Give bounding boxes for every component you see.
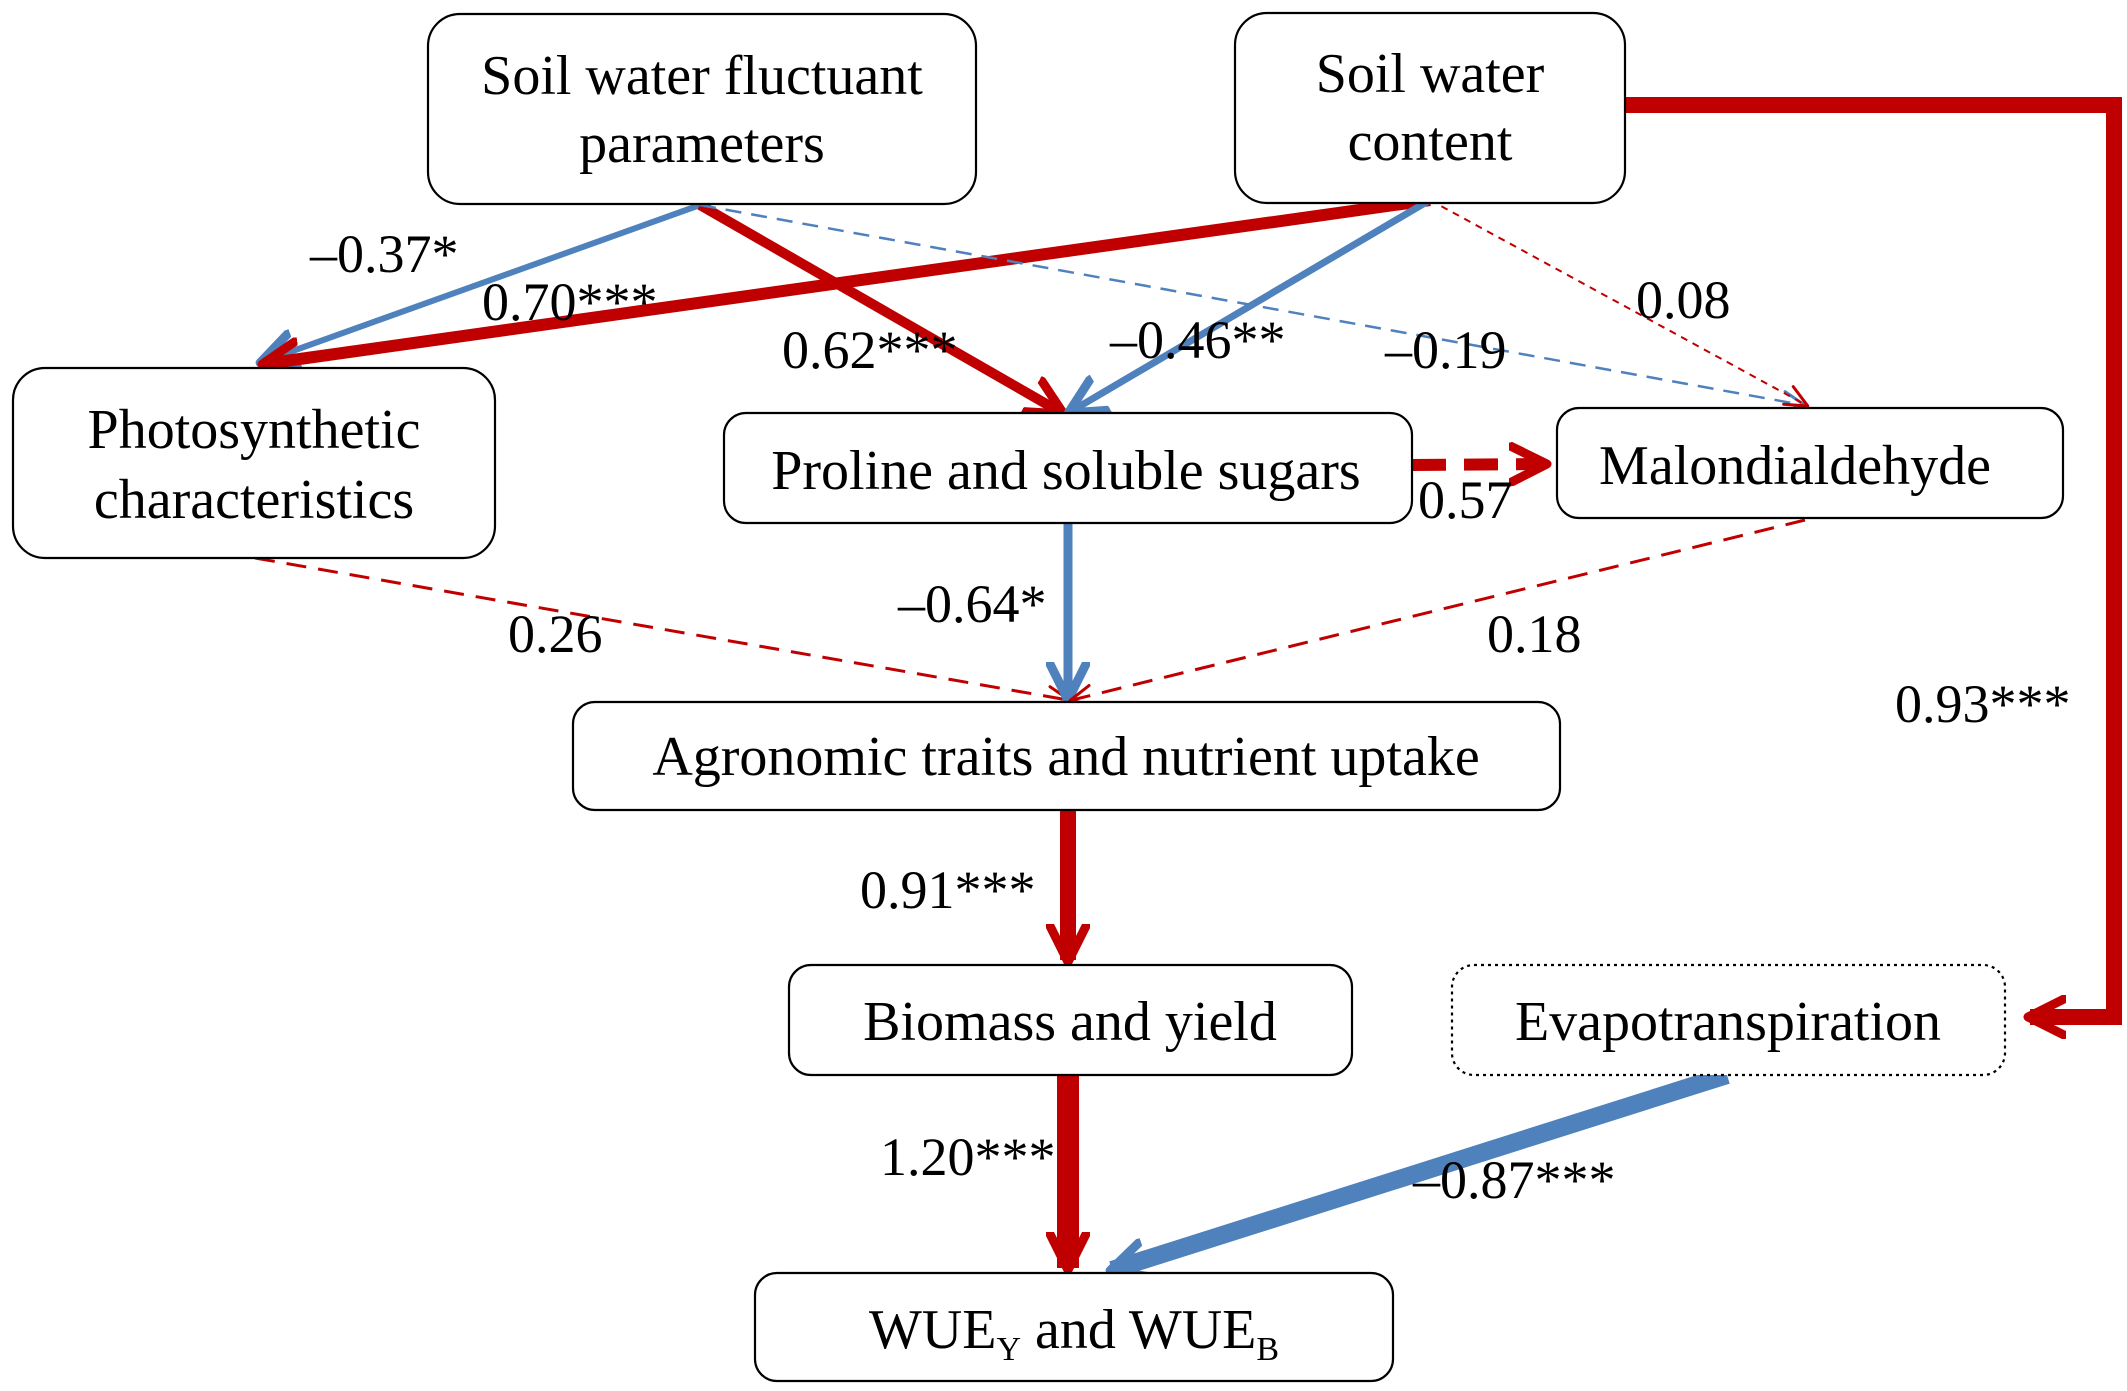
edge-swc-proline <box>1070 196 1432 412</box>
node-wue: WUEY and WUEB <box>753 1271 1395 1383</box>
label-swfp-mda: –0.19 <box>1384 320 1507 380</box>
node-biomass-and-yield: Biomass and yield <box>787 963 1354 1077</box>
label-swc-photo: 0.70*** <box>482 272 658 332</box>
edge-mda-agro <box>1068 518 1806 707</box>
svg-text:Soil water: Soil water <box>1316 43 1545 105</box>
label-proline-agro: –0.64* <box>897 574 1047 634</box>
node-proline-and-soluble-sugars: Proline and soluble sugars <box>722 411 1414 525</box>
label-mda-agro: 0.18 <box>1487 604 1582 664</box>
edge-swfp-proline <box>697 200 1062 413</box>
label-evap-wue: –0.87*** <box>1412 1150 1616 1210</box>
edge-swfp-photo <box>262 202 702 362</box>
svg-text:Soil water fluctuant: Soil water fluctuant <box>481 45 923 107</box>
svg-text:content: content <box>1348 111 1513 173</box>
label-proline-mda: 0.57 <box>1418 470 1513 530</box>
label-photo-agro: 0.26 <box>508 604 603 664</box>
svg-text:Malondialdehyde: Malondialdehyde <box>1599 435 1991 497</box>
edge-evap-wue <box>1112 1066 1730 1270</box>
svg-text:Evapotranspiration: Evapotranspiration <box>1515 991 1941 1053</box>
edge-proline-mda <box>1411 464 1545 465</box>
node-evapotranspiration: Evapotranspiration <box>1450 963 2007 1077</box>
edge-swc-mda <box>1429 199 1810 408</box>
edge-swfp-mda <box>699 203 1807 413</box>
svg-text:Biomass and yield: Biomass and yield <box>863 991 1277 1053</box>
svg-text:characteristics: characteristics <box>94 469 414 531</box>
edge-swc-photo <box>264 194 1431 364</box>
label-agro-biomass: 0.91*** <box>860 860 1036 920</box>
edges <box>254 97 2122 1270</box>
svg-text:Photosynthetic: Photosynthetic <box>88 399 421 461</box>
svg-text:parameters: parameters <box>579 113 825 175</box>
edge-labels: –0.37* 0.70*** 0.62*** –0.46** –0.19 0.0… <box>309 224 2071 1210</box>
node-malondialdehyde: Malondialdehyde <box>1555 406 2065 520</box>
svg-text:WUEY and WUEB: WUEY and WUEB <box>869 1299 1279 1368</box>
label-swc-evap: 0.93*** <box>1895 674 2071 734</box>
node-soil-water-fluctuant-parameters: Soil water fluctuant parameters <box>426 12 978 206</box>
label-swc-proline: –0.46** <box>1109 310 1286 370</box>
label-swfp-proline: 0.62*** <box>782 320 958 380</box>
label-swc-mda: 0.08 <box>1636 270 1731 330</box>
svg-text:Agronomic traits and nutrient: Agronomic traits and nutrient uptake <box>652 726 1479 788</box>
node-photosynthetic-characteristics: Photosynthetic characteristics <box>11 366 497 560</box>
edge-swc-evap <box>1625 97 2122 1017</box>
edge-photo-agro <box>254 556 1072 708</box>
node-agronomic-traits-and-nutrient-uptake: Agronomic traits and nutrient uptake <box>571 700 1562 812</box>
label-swfp-photo: –0.37* <box>309 224 459 284</box>
node-soil-water-content: Soil water content <box>1233 11 1627 205</box>
label-biomass-wue: 1.20*** <box>880 1127 1056 1187</box>
svg-text:Proline and soluble sugars: Proline and soluble sugars <box>771 440 1360 502</box>
